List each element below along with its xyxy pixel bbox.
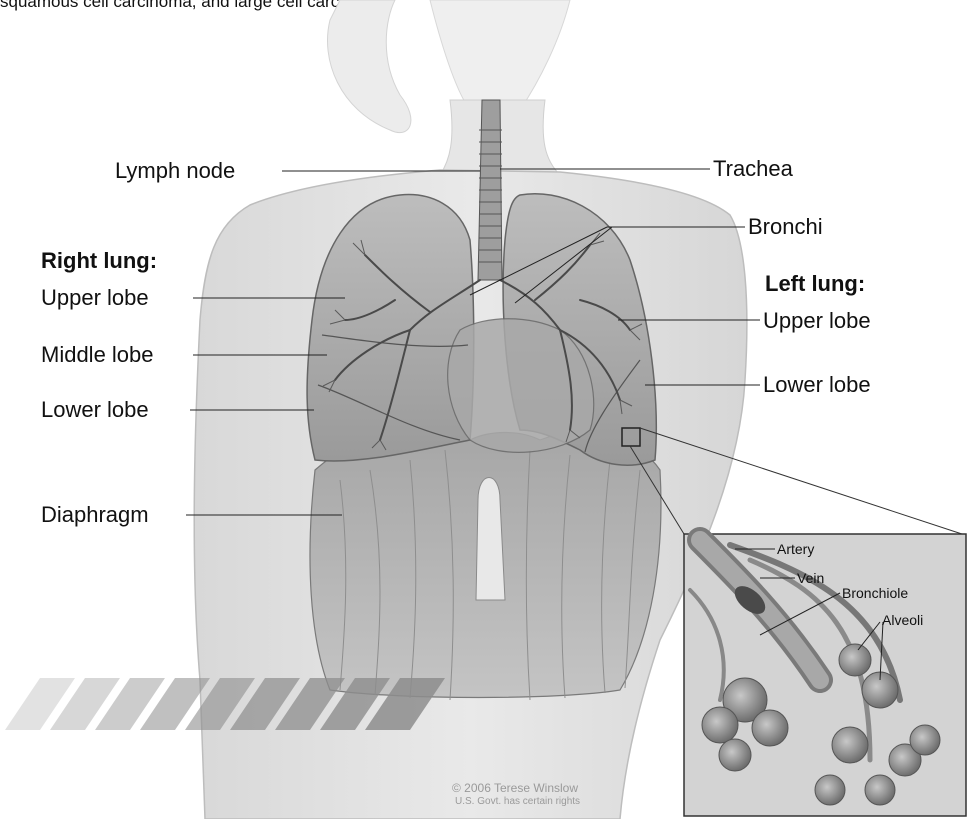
- label-bronchiole: Bronchiole: [842, 586, 908, 600]
- label-diaphragm: Diaphragm: [41, 504, 149, 526]
- label-trachea: Trachea: [713, 158, 793, 180]
- head-shape: [430, 0, 570, 110]
- label-left-lung: Left lung:: [765, 273, 865, 295]
- label-left-upper-lobe: Upper lobe: [763, 310, 871, 332]
- label-vein: Vein: [797, 571, 824, 585]
- label-lymph-node: Lymph node: [115, 160, 235, 182]
- label-right-lower-lobe: Lower lobe: [41, 399, 149, 421]
- copyright-line-2: U.S. Govt. has certain rights: [455, 796, 580, 807]
- label-left-lower-lobe: Lower lobe: [763, 374, 871, 396]
- label-right-upper-lobe: Upper lobe: [41, 287, 149, 309]
- head-hair-shape: [328, 0, 411, 133]
- label-alveoli: Alveoli: [882, 613, 923, 627]
- copyright-line-1: © 2006 Terese Winslow: [452, 782, 578, 795]
- label-right-middle-lobe: Middle lobe: [41, 344, 154, 366]
- label-right-lung: Right lung:: [41, 250, 157, 272]
- label-artery: Artery: [777, 542, 814, 556]
- label-bronchi: Bronchi: [748, 216, 823, 238]
